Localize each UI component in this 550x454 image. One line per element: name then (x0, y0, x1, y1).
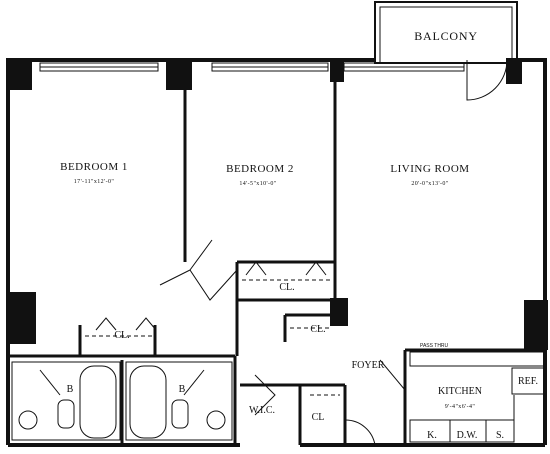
interior-walls (8, 60, 545, 445)
bedroom1-label: BEDROOM 1 (60, 161, 128, 173)
foyer-label: FOYER (352, 360, 385, 371)
kitchen-dims: 9'-4"x6'-4" (445, 404, 476, 410)
wic-label: W.I.C. (249, 405, 275, 416)
closet-label-foyer: CL. (310, 324, 325, 335)
bedroom2-label: BEDROOM 2 (226, 163, 294, 175)
kitchen-cabinet-label: K. (427, 430, 437, 441)
closet-label-entry: CL (312, 412, 325, 423)
closet-label-bedroom1: CL. (114, 330, 129, 341)
bedroom1-dims: 17'-11"x12'-0" (74, 179, 115, 185)
balcony-label: BALCONY (414, 29, 478, 43)
bath-label-2: B (179, 384, 186, 395)
closet-rails (85, 261, 340, 396)
door-swings (159, 59, 508, 446)
pass-thru-label: PASS THRU (420, 343, 449, 349)
closet-label-bedroom2: CL. (279, 282, 294, 293)
wall-blocks (6, 58, 548, 350)
living-room-label: LIVING ROOM (390, 163, 469, 175)
sink-label: S. (496, 430, 504, 441)
living-room-dims: 20'-0"x13'-0" (411, 181, 448, 187)
kitchen-label: KITCHEN (438, 386, 482, 397)
bath-label-1: B (67, 384, 74, 395)
bedroom2-dims: 14'-5"x10'-0" (239, 181, 276, 187)
dishwasher-label: D.W. (457, 430, 478, 441)
windows (39, 62, 465, 72)
bathrooms (11, 361, 233, 441)
refrigerator-label: REF. (518, 376, 538, 387)
kitchen-counters (409, 351, 546, 443)
